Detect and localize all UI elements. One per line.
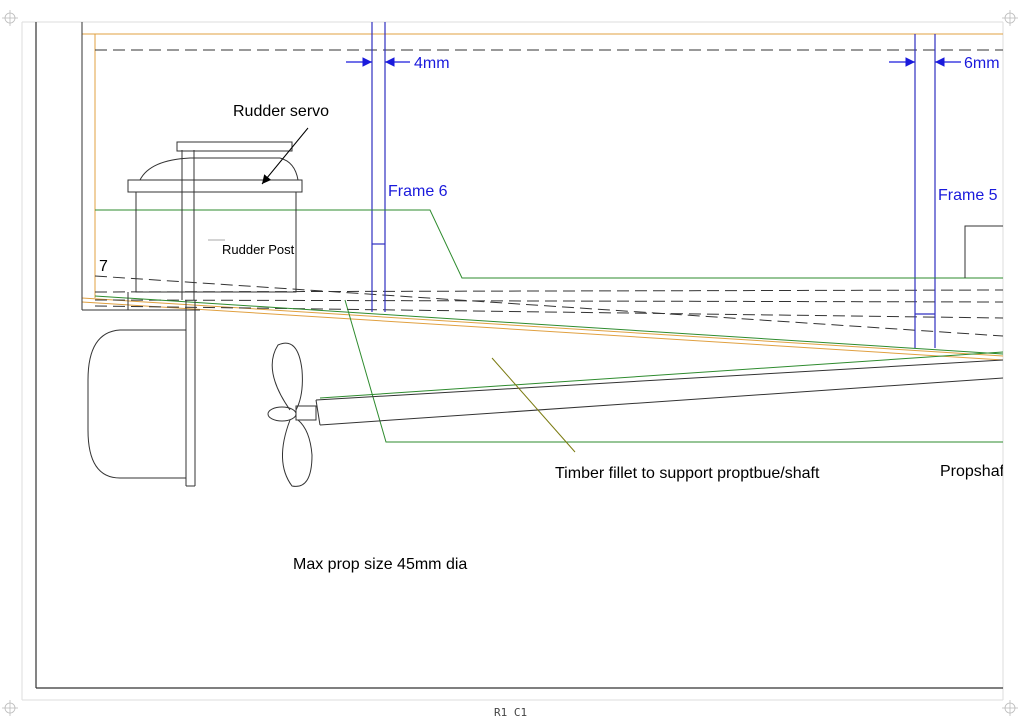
label-station-7: 7 bbox=[99, 258, 108, 275]
label-dim-6mm: 6mm bbox=[964, 55, 1000, 72]
rudder-servo bbox=[127, 141, 303, 300]
label-frame-5: Frame 5 bbox=[938, 187, 998, 204]
dashed-reference-lines bbox=[94, 49, 1003, 337]
label-timber-fillet: Timber fillet to support proptbue/shaft bbox=[555, 465, 820, 482]
registration-marks bbox=[2, 10, 1018, 716]
label-rudder-post: Rudder Post bbox=[222, 242, 295, 257]
rudder-blade bbox=[87, 329, 186, 479]
drawing-border bbox=[35, 22, 1003, 689]
servo-leader bbox=[261, 127, 309, 185]
timber-fillet-outline bbox=[94, 209, 1003, 443]
label-propshaft: Propshaft bbox=[940, 463, 1009, 480]
motor-mount bbox=[964, 225, 1003, 278]
label-max-prop: Max prop size 45mm dia bbox=[293, 556, 467, 573]
label-frame-6: Frame 6 bbox=[388, 183, 448, 200]
label-rudder-servo: Rudder servo bbox=[233, 103, 329, 120]
sheet-tile-guides bbox=[21, 21, 1004, 701]
propeller bbox=[267, 342, 317, 487]
page-label: R1 C1 bbox=[494, 706, 527, 719]
label-dim-4mm: 4mm bbox=[414, 55, 450, 72]
frame-5 bbox=[914, 34, 936, 348]
frame-6 bbox=[371, 22, 386, 312]
propshaft-tube bbox=[315, 359, 1003, 426]
rudder-post bbox=[127, 239, 225, 487]
fillet-leader bbox=[491, 357, 576, 453]
